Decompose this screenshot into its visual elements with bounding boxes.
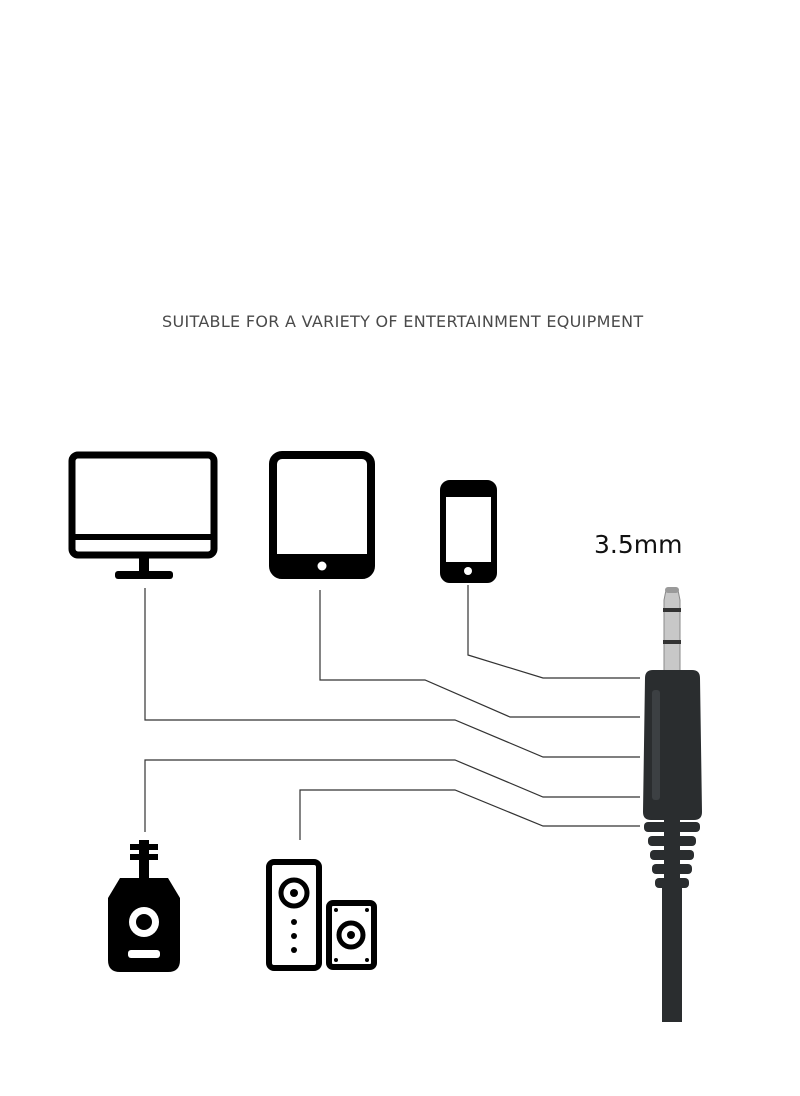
speakers-icon (266, 859, 377, 971)
audio-plug-icon (643, 587, 702, 1022)
tablet-icon (269, 451, 375, 579)
guitar-icon (108, 840, 180, 972)
line-smartphone (467, 585, 640, 679)
connector-size-label: 3.5mm (594, 530, 683, 559)
line-guitar (144, 759, 640, 832)
line-speakers (299, 789, 640, 840)
line-tablet (319, 590, 640, 718)
headline: SUITABLE FOR A VARIETY OF ENTERTAINMENT … (162, 312, 644, 331)
monitor-icon (68, 451, 218, 579)
line-monitor (144, 588, 640, 758)
connection-lines (144, 585, 640, 840)
smartphone-icon (440, 480, 497, 583)
